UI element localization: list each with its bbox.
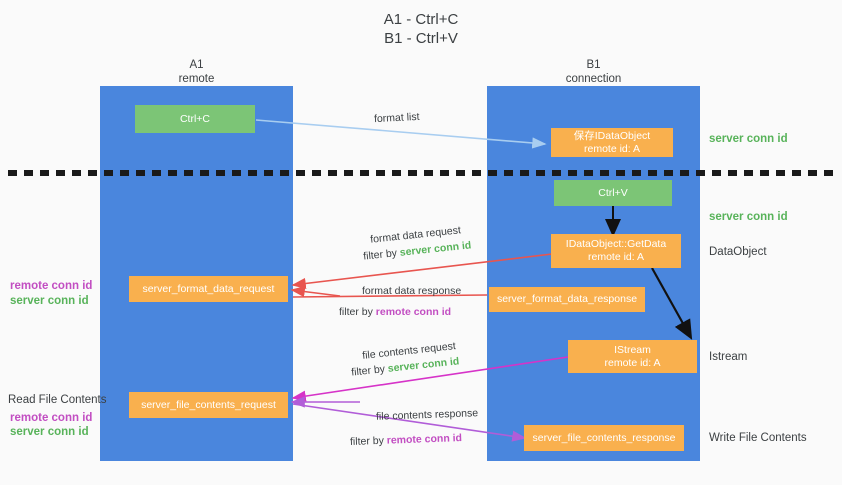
edge-label-format-data-response-filter: filter by remote conn id	[339, 305, 451, 319]
box-getdata-line1: IDataObject::GetData	[565, 238, 667, 250]
box-istream-line2: remote id: A	[604, 356, 661, 369]
label-remote-conn-id-2: remote conn id	[10, 412, 93, 424]
edge-label-format-data-response: format data response	[362, 284, 461, 298]
column-a1-name: A1	[189, 59, 204, 71]
column-header-b1: B1 connection	[487, 58, 700, 86]
box-server-file-contents-request-label: server_file_contents_request	[141, 398, 276, 411]
box-istream[interactable]: IStream remote id: A	[568, 340, 697, 373]
box-ctrl-v-label: Ctrl+V	[598, 186, 628, 199]
edge-label-format-data-response-text: format data response	[362, 285, 462, 297]
arrow-format-data-response-head	[290, 286, 341, 298]
box-getdata-line2: remote id: A	[587, 251, 645, 263]
box-ctrl-v[interactable]: Ctrl+V	[554, 180, 672, 206]
edge-filter-value-2: remote conn id	[375, 306, 452, 318]
box-idataobject-getdata[interactable]: IDataObject::GetData remote id: A	[551, 234, 681, 268]
edge-label-file-contents-response-filter: filter by remote conn id	[350, 431, 462, 449]
edge-filter-prefix-2: filter by	[339, 306, 376, 318]
phase-divider	[8, 170, 836, 176]
box-server-format-data-response[interactable]: server_format_data_response	[489, 287, 645, 312]
column-b1-sub: connection	[565, 73, 622, 85]
box-server-format-data-response-label: server_format_data_response	[496, 293, 638, 305]
edge-label-file-contents-response-text: file contents response	[375, 407, 479, 423]
label-server-conn-id-top: server conn id	[709, 133, 788, 145]
title-line-1: A1 - Ctrl+C	[383, 11, 459, 28]
label-dataobject: DataObject	[709, 246, 767, 258]
box-server-file-contents-request[interactable]: server_file_contents_request	[129, 392, 288, 418]
box-save-idataobject-line2: remote id: A	[583, 142, 641, 155]
box-server-format-data-request-label: server_format_data_request	[142, 282, 275, 295]
edge-filter-prefix-4: filter by	[349, 434, 387, 448]
box-server-format-data-request[interactable]: server_format_data_request	[129, 276, 288, 302]
box-server-file-contents-response-label: server_file_contents_response	[532, 431, 676, 444]
label-istream: Istream	[709, 351, 748, 363]
title-line-2: B1 - Ctrl+V	[384, 30, 458, 47]
diagram-title: A1 - Ctrl+C B1 - Ctrl+V	[0, 10, 842, 48]
label-remote-conn-id-1: remote conn id	[10, 280, 93, 292]
edge-label-file-contents-response: file contents response	[376, 406, 479, 424]
label-write-file-contents: Write File Contents	[709, 432, 807, 444]
box-server-file-contents-response[interactable]: server_file_contents_response	[524, 425, 684, 451]
column-a1-sub: remote	[178, 73, 215, 85]
column-b1-name: B1	[586, 59, 601, 71]
box-ctrl-c[interactable]: Ctrl+C	[135, 105, 255, 133]
edge-filter-prefix-3: filter by	[350, 362, 389, 379]
box-istream-line1: IStream	[614, 343, 651, 356]
label-server-conn-id-mid: server conn id	[709, 211, 788, 223]
column-header-a1: A1 remote	[100, 58, 293, 86]
edge-filter-value-4: remote conn id	[386, 432, 463, 447]
box-save-idataobject[interactable]: 保存IDataObject remote id: A	[551, 128, 673, 157]
edge-label-format-list: format list	[374, 110, 420, 126]
label-server-conn-id-1: server conn id	[10, 295, 89, 307]
edge-label-format-list-text: format list	[373, 110, 420, 126]
edge-filter-prefix-1: filter by	[362, 246, 401, 263]
label-server-conn-id-2: server conn id	[10, 426, 89, 438]
box-save-idataobject-line1: 保存IDataObject	[573, 129, 651, 142]
box-ctrl-c-label: Ctrl+C	[179, 112, 211, 125]
label-read-file-contents: Read File Contents	[8, 394, 107, 406]
